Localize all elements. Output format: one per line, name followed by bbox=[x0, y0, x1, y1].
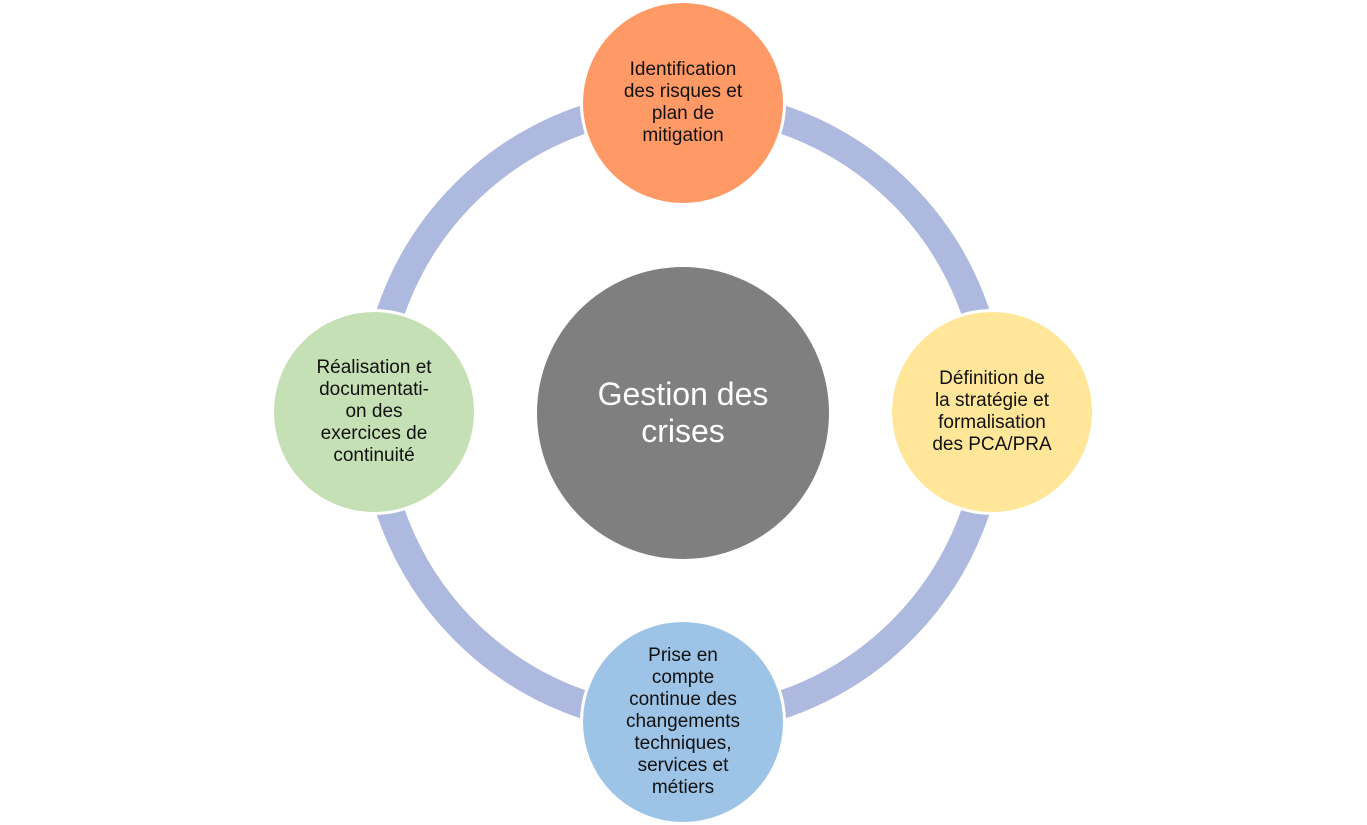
cycle-node-strategy-definition-label: Définition de la stratégie et formalisat… bbox=[932, 368, 1052, 455]
center-node-label: Gestion des crises bbox=[597, 376, 769, 449]
cycle-node-continuity-exercises: Réalisation et documentati- on des exerc… bbox=[271, 309, 477, 515]
cycle-node-change-tracking-label: Prise en compte continue des changements… bbox=[625, 645, 741, 798]
cycle-node-continuity-exercises-label: Réalisation et documentati- on des exerc… bbox=[316, 357, 432, 466]
center-node: Gestion des crises bbox=[537, 267, 829, 559]
cycle-node-strategy-definition: Définition de la stratégie et formalisat… bbox=[889, 309, 1095, 515]
cycle-node-risk-identification-label: Identification des risques et plan de mi… bbox=[623, 59, 743, 146]
cycle-node-risk-identification: Identification des risques et plan de mi… bbox=[580, 0, 786, 206]
cycle-node-change-tracking: Prise en compte continue des changements… bbox=[580, 619, 786, 825]
